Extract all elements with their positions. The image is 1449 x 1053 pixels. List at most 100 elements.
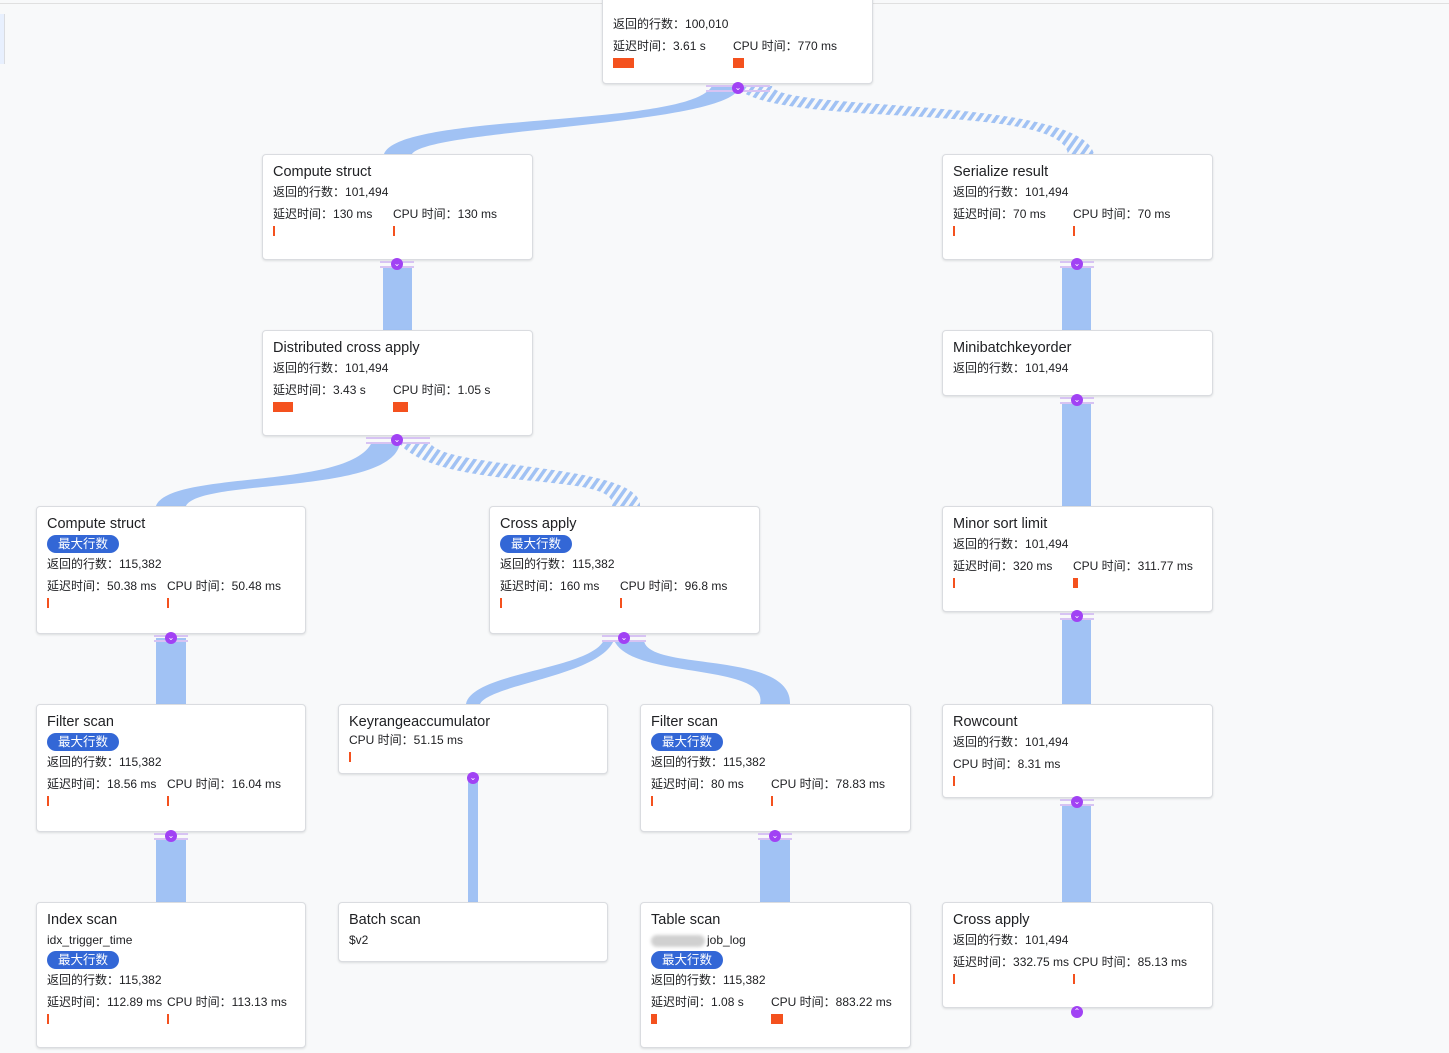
node-title: Cross apply (500, 516, 577, 532)
node-title: Rowcount (953, 714, 1018, 730)
node-title: Distributed cross apply (273, 340, 420, 356)
latency-bar (273, 402, 293, 412)
link-root-compute-struct (384, 86, 740, 154)
link-dca-cs2 (156, 442, 400, 506)
latency-metric: 延迟时间：1.08 s (651, 994, 771, 1024)
rows-returned: 返回的行数：115,382 (47, 557, 162, 571)
plan-node-minibatchkeyorder[interactable]: Minibatchkeyorder 返回的行数：101,494 (942, 330, 1213, 396)
cpu-bar (953, 776, 955, 786)
collapse-chevron-icon[interactable]: ⌄ (618, 632, 630, 644)
cpu-metric: CPU 时间：1.05 s (393, 382, 513, 412)
cpu-bar (1073, 226, 1075, 236)
plan-node-filter-scan-2[interactable]: Filter scan 最大行数 返回的行数：115,382 延迟时间：80 m… (640, 704, 911, 832)
rows-returned: 返回的行数：115,382 (651, 973, 766, 987)
node-title: Serialize result (953, 164, 1049, 180)
collapse-chevron-icon[interactable]: ⌄ (467, 772, 479, 784)
collapse-chevron-icon[interactable]: ⌄ (1071, 258, 1083, 270)
plan-node-table-scan[interactable]: Table scan job_log 最大行数 返回的行数：115,382 延迟… (640, 902, 911, 1048)
plan-node-keyrangeaccumulator[interactable]: Keyrangeaccumulator CPU 时间：51.15 ms (338, 704, 608, 774)
rows-returned: 返回的行数：101,494 (953, 185, 1069, 199)
rows-returned: 返回的行数：115,382 (47, 755, 162, 769)
latency-metric: 延迟时间：112.89 ms (47, 994, 167, 1024)
cpu-metric: CPU 时间：16.04 ms (167, 776, 287, 806)
cpu-metric: CPU 时间：85.13 ms (1073, 954, 1193, 984)
latency-bar (953, 974, 955, 984)
latency-metric: 延迟时间：3.61 s (613, 38, 733, 68)
node-title: Batch scan (349, 912, 421, 928)
collapse-chevron-icon[interactable]: ⌄ (1071, 610, 1083, 622)
collapse-chevron-icon[interactable]: ⌄ (165, 830, 177, 842)
latency-bar (953, 578, 955, 588)
cpu-bar (393, 402, 408, 412)
link-serialize-minibatch (1062, 266, 1091, 330)
link-minorsort-rowcount (1062, 618, 1091, 704)
link-root-serialize (735, 86, 1094, 154)
plan-node-root[interactable]: 返回的行数：100,010 延迟时间：3.61 s CPU 时间：770 ms (602, 0, 873, 84)
cpu-metric: CPU 时间：70 ms (1073, 206, 1193, 236)
cpu-bar (620, 598, 622, 608)
rows-returned: 返回的行数：101,494 (953, 735, 1069, 749)
latency-metric: 延迟时间：80 ms (651, 776, 771, 806)
collapse-chevron-icon[interactable]: ⌄ (391, 258, 403, 270)
collapse-chevron-icon[interactable]: ⌄ (732, 82, 744, 94)
cpu-metric: CPU 时间：130 ms (393, 206, 513, 236)
collapse-chevron-icon[interactable]: ⌄ (1071, 796, 1083, 808)
cpu-metric: CPU 时间：96.8 ms (620, 578, 740, 608)
link-ca-keyrange (466, 640, 614, 704)
link-ca-filter2 (614, 640, 791, 704)
plan-node-index-scan[interactable]: Index scan idx_trigger_time 最大行数 返回的行数：1… (36, 902, 306, 1048)
link-minibatch-minorsort (1062, 402, 1091, 506)
latency-bar (273, 226, 275, 236)
plan-node-compute-struct[interactable]: Compute struct 返回的行数：101,494 延迟时间：130 ms… (262, 154, 533, 260)
plan-node-serialize-result[interactable]: Serialize result 返回的行数：101,494 延迟时间：70 m… (942, 154, 1213, 260)
collapse-chevron-icon[interactable]: ⌄ (391, 434, 403, 446)
max-rows-badge: 最大行数 (651, 951, 724, 969)
cpu-metric: CPU 时间：883.22 ms (771, 994, 892, 1024)
rows-returned: 返回的行数：101,494 (953, 361, 1069, 375)
cpu-bar (393, 226, 395, 236)
latency-metric: 延迟时间：18.56 ms (47, 776, 167, 806)
latency-bar (47, 796, 49, 806)
index-name: idx_trigger_time (47, 933, 133, 947)
rows-returned: 返回的行数：115,382 (651, 755, 766, 769)
link-rowcount-crossapply2 (1062, 804, 1091, 902)
max-rows-badge: 最大行数 (500, 535, 573, 553)
rows-returned: 返回的行数：101,494 (953, 537, 1069, 551)
cpu-metric: CPU 时间：311.77 ms (1073, 558, 1193, 588)
redacted-prefix (651, 934, 705, 947)
max-rows-badge: 最大行数 (47, 733, 120, 751)
plan-node-filter-scan[interactable]: Filter scan 最大行数 返回的行数：115,382 延迟时间：18.5… (36, 704, 306, 832)
latency-bar (953, 226, 955, 236)
rows-returned: 返回的行数：115,382 (47, 973, 162, 987)
rows-returned: 返回的行数：101,494 (273, 185, 389, 199)
plan-node-batch-scan[interactable]: Batch scan $v2 (338, 902, 608, 962)
plan-node-distributed-cross-apply[interactable]: Distributed cross apply 返回的行数：101,494 延迟… (262, 330, 533, 436)
cpu-bar (1073, 578, 1078, 588)
cpu-metric: CPU 时间：78.83 ms (771, 776, 891, 806)
cpu-bar (771, 1014, 783, 1024)
collapse-chevron-icon[interactable]: ⌄ (1071, 394, 1083, 406)
cpu-bar (167, 1014, 169, 1024)
plan-node-compute-struct-2[interactable]: Compute struct 最大行数 返回的行数：115,382 延迟时间：5… (36, 506, 306, 634)
plan-node-cross-apply[interactable]: Cross apply 最大行数 返回的行数：115,382 延迟时间：160 … (489, 506, 760, 634)
node-title: Index scan (47, 912, 118, 928)
link-filter2-table (760, 838, 790, 902)
collapse-chevron-icon[interactable]: ⌄ (165, 632, 177, 644)
plan-node-cross-apply-2[interactable]: Cross apply 返回的行数：101,494 延迟时间：332.75 ms… (942, 902, 1213, 1008)
node-title: Compute struct (273, 164, 372, 180)
side-panel-edge[interactable] (0, 14, 5, 64)
cpu-metric: CPU 时间：8.31 ms (953, 756, 1073, 786)
latency-metric: 延迟时间：332.75 ms (953, 954, 1073, 984)
latency-bar (47, 1014, 49, 1024)
expand-chevron-icon[interactable]: ⌃ (1071, 1006, 1083, 1018)
latency-metric: 延迟时间：50.38 ms (47, 578, 167, 608)
plan-node-minor-sort-limit[interactable]: Minor sort limit 返回的行数：101,494 延迟时间：320 … (942, 506, 1213, 612)
cpu-metric: CPU 时间：50.48 ms (167, 578, 287, 608)
collapse-chevron-icon[interactable]: ⌄ (769, 830, 781, 842)
plan-node-rowcount[interactable]: Rowcount 返回的行数：101,494 CPU 时间：8.31 ms (942, 704, 1213, 798)
latency-bar (613, 58, 634, 68)
latency-bar (651, 796, 653, 806)
cpu-bar (771, 796, 773, 806)
cpu-metric: CPU 时间：113.13 ms (167, 994, 287, 1024)
